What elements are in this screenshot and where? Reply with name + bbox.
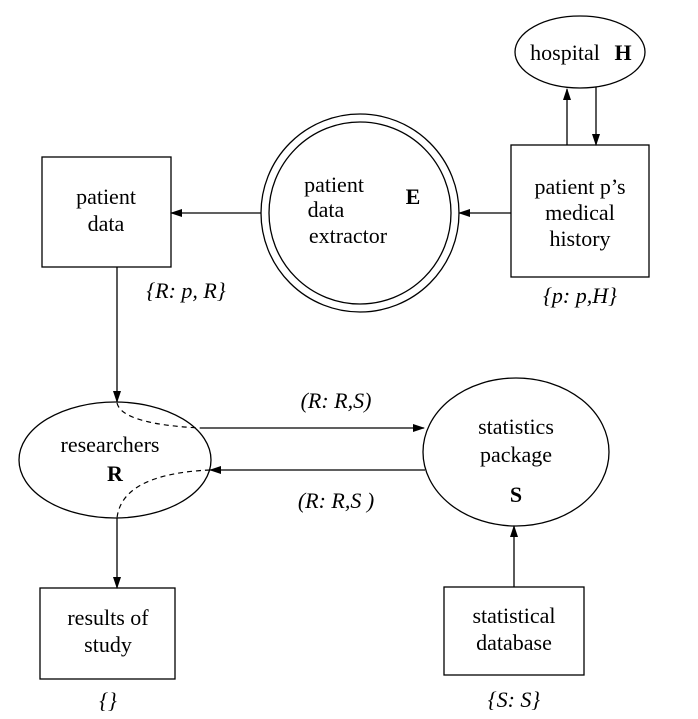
stats-to-researchers-label: (R: R,S ) bbox=[298, 488, 374, 513]
medical-history-line-1: patient p’s bbox=[534, 174, 625, 199]
researchers-to-stats-label: (R: R,S) bbox=[301, 388, 372, 413]
hospital-id-letter: H bbox=[614, 40, 631, 65]
researchers-label: researchers bbox=[61, 432, 160, 457]
results-line-1: results of bbox=[67, 605, 149, 630]
statistics-package-node: statistics package S bbox=[422, 377, 610, 527]
extractor-line-1: patient bbox=[304, 172, 364, 197]
medical-history-node: patient p’s medical history bbox=[510, 144, 650, 278]
extractor-node: patient data extractor E bbox=[260, 113, 460, 313]
dashed-flow-in bbox=[116, 402, 201, 429]
hospital-label: hospital bbox=[530, 40, 600, 65]
researchers-id-letter: R bbox=[107, 461, 124, 486]
results-node: results of study bbox=[39, 587, 176, 680]
statistics-package-line-1: statistics bbox=[478, 414, 554, 439]
results-annotation: {} bbox=[99, 688, 117, 713]
statistical-database-line-2: database bbox=[476, 630, 552, 655]
hospital-node: hospital H bbox=[514, 15, 646, 89]
statistics-package-id-letter: S bbox=[510, 482, 522, 507]
statistics-package-line-2: package bbox=[480, 442, 552, 467]
statistical-database-line-1: statistical bbox=[472, 603, 555, 628]
medical-history-line-3: history bbox=[549, 226, 610, 251]
results-line-2: study bbox=[84, 632, 132, 657]
researchers-node: researchers R bbox=[18, 401, 212, 519]
extractor-id-letter: E bbox=[406, 184, 421, 209]
medical-history-annotation: {p: p,H} bbox=[543, 283, 617, 308]
extractor-line-2: data bbox=[308, 197, 345, 222]
dashed-flow-out bbox=[116, 469, 211, 519]
extractor-line-3: extractor bbox=[309, 223, 388, 248]
patient-data-line-1: patient bbox=[76, 184, 136, 209]
medical-history-line-2: medical bbox=[545, 200, 615, 225]
patient-data-node: patient data bbox=[41, 156, 172, 268]
statistical-database-node: statistical database bbox=[443, 586, 585, 676]
patient-data-line-2: data bbox=[88, 211, 125, 236]
patient-data-annotation: {R: p, R} bbox=[146, 278, 226, 303]
statistical-database-annotation: {S: S} bbox=[488, 687, 541, 712]
